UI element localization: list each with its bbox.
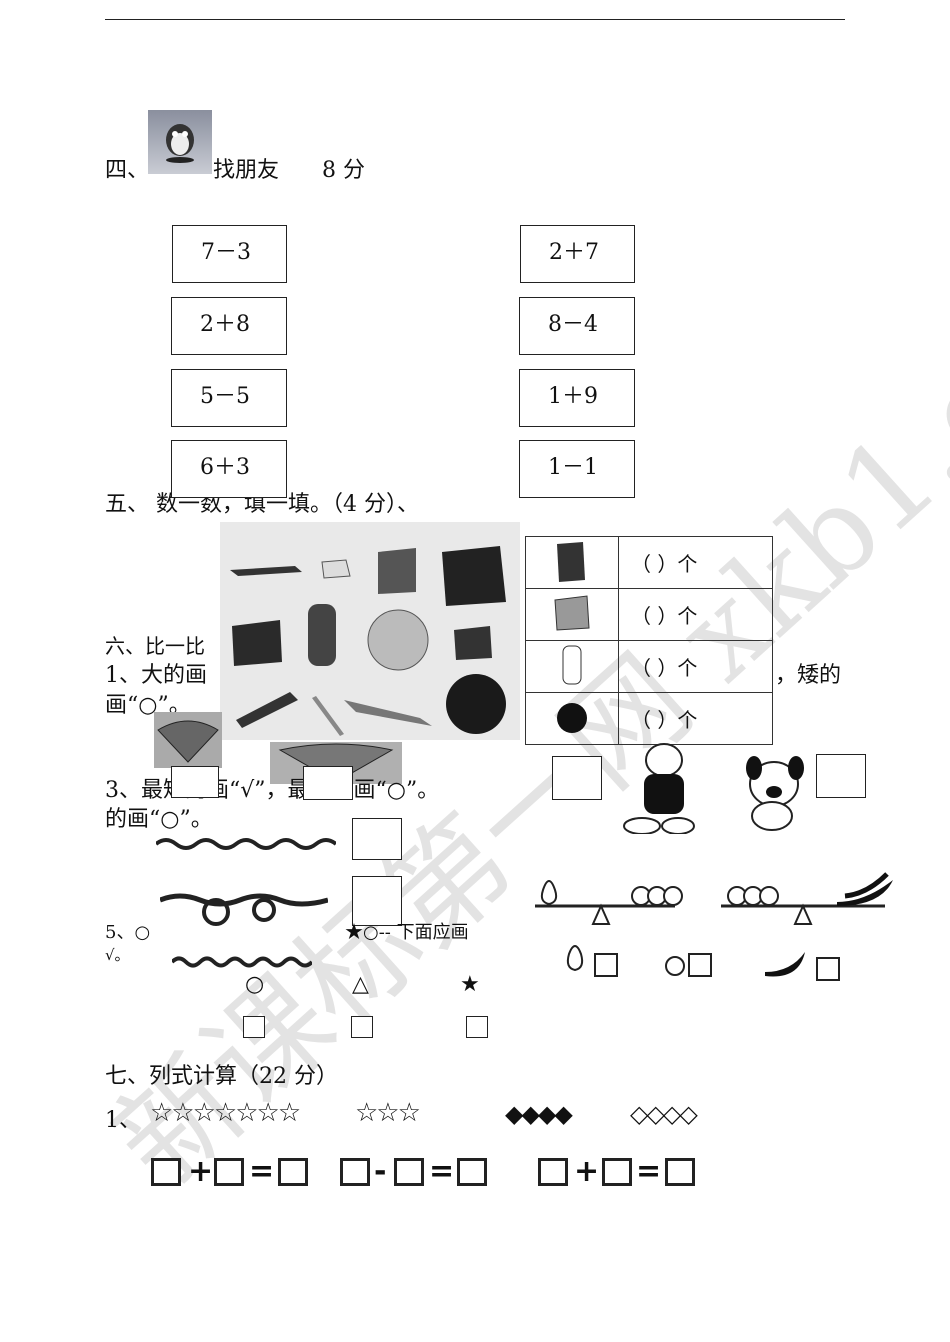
q1-text-b: ，矮的 <box>775 663 842 688</box>
q7-1-label: 1、 <box>105 1108 141 1133</box>
equation-box[interactable] <box>278 1158 308 1186</box>
count-cell[interactable]: （ ）个 <box>618 640 773 693</box>
black-diamonds: ◆◆◆◆ <box>505 1100 573 1128</box>
white-stars-group-2: ☆☆☆ <box>355 1098 421 1128</box>
equation-box[interactable] <box>394 1158 424 1186</box>
choice-box-circle[interactable] <box>243 1016 265 1038</box>
count-cell[interactable]: （ ）个 <box>618 536 773 589</box>
operator-equals: = <box>249 1154 275 1189</box>
equation-box[interactable] <box>602 1158 632 1186</box>
section7-title: 七、列式计算（22 分） <box>105 1064 338 1089</box>
q5-text-b: ★○-- 下面应画 <box>345 922 469 943</box>
header-rule <box>105 19 845 20</box>
answer-box[interactable] <box>303 766 353 800</box>
match-box-left-2[interactable]: 2＋8 <box>171 297 287 355</box>
penguin-image <box>148 110 212 174</box>
match-box-left-4[interactable]: 6＋3 <box>171 440 287 498</box>
q1-text-a: 1、大的画 <box>105 663 207 688</box>
operator-minus: - <box>374 1154 387 1189</box>
match-box-left-3[interactable]: 5－5 <box>171 369 287 427</box>
q5-text-a: 5、○ <box>105 922 151 943</box>
operator-plus: + <box>574 1154 600 1189</box>
count-cell[interactable]: （ ）个 <box>618 692 773 745</box>
rope-short <box>154 836 338 852</box>
shape-star: ★ <box>460 972 480 997</box>
section4-prefix: 四、 <box>105 158 150 183</box>
section4-score: 8 分 <box>322 158 365 183</box>
answer-box[interactable] <box>171 766 219 798</box>
shape-circle: ○ <box>245 972 265 997</box>
section6-title: 六、比一比 <box>105 634 205 658</box>
count-cell[interactable]: （ ）个 <box>618 588 773 641</box>
equation-box[interactable] <box>538 1158 568 1186</box>
operator-equals: = <box>429 1154 455 1189</box>
q5-text-c: √。 <box>105 946 130 964</box>
count-icon-sphere <box>525 692 619 745</box>
rope-long <box>170 954 314 968</box>
rope-knotted <box>159 888 329 928</box>
count-icon-cube <box>525 588 619 641</box>
cartoon-dog <box>736 752 810 832</box>
choice-box-star[interactable] <box>466 1016 488 1038</box>
choice-box-triangle[interactable] <box>351 1016 373 1038</box>
count-table: （ ）个 （ ）个 （ ）个 （ ）个 <box>525 536 773 745</box>
equation-box[interactable] <box>665 1158 695 1186</box>
balance-scales-image <box>515 872 905 992</box>
answer-box[interactable] <box>352 876 402 926</box>
fan-image-1 <box>154 712 222 768</box>
white-stars-group-1: ☆☆☆☆☆☆☆ <box>150 1098 301 1128</box>
equation-box[interactable] <box>457 1158 487 1186</box>
match-box-right-4[interactable]: 1－1 <box>519 440 635 498</box>
match-box-right-2[interactable]: 8－4 <box>519 297 635 355</box>
equation-box[interactable] <box>214 1158 244 1186</box>
equation-box[interactable] <box>340 1158 370 1186</box>
q3-text-a: 3、最短的画“√”，最长的画“○”。 <box>105 778 440 803</box>
count-icon-cuboid <box>525 536 619 589</box>
section4-title: 找朋友 <box>213 158 280 183</box>
answer-box[interactable] <box>816 754 866 798</box>
match-box-left-1[interactable]: 7－3 <box>172 225 287 283</box>
answer-box[interactable] <box>552 756 602 800</box>
equation-box[interactable] <box>151 1158 181 1186</box>
shape-triangle: △ <box>352 972 369 997</box>
white-diamonds: ◇◇◇◇ <box>630 1100 698 1128</box>
shapes-image <box>220 522 520 740</box>
cartoon-boy <box>618 740 698 835</box>
match-box-right-1[interactable]: 2＋7 <box>520 225 635 283</box>
match-box-right-3[interactable]: 1＋9 <box>519 369 635 427</box>
answer-box[interactable] <box>352 818 402 860</box>
operator-equals: = <box>636 1154 662 1189</box>
operator-plus: + <box>188 1154 214 1189</box>
q3-text-b: 的画“○”。 <box>105 807 213 832</box>
count-icon-cylinder <box>525 640 619 693</box>
